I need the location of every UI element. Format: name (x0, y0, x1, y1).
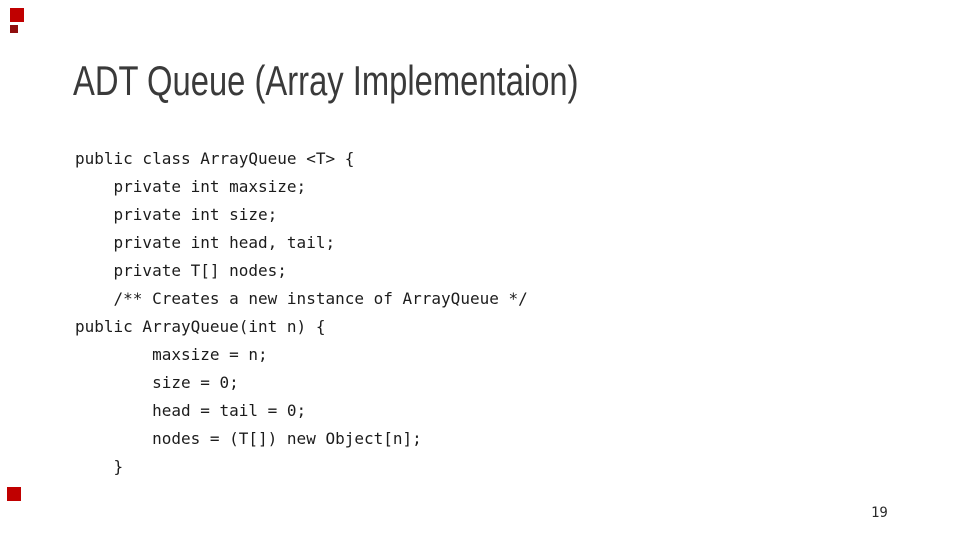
accent-square-small (10, 25, 18, 33)
accent-square-large (10, 8, 24, 22)
code-line: public ArrayQueue(int n) { (75, 317, 326, 336)
code-line: private int head, tail; (75, 233, 336, 252)
code-line: maxsize = n; (75, 345, 268, 364)
code-line: private int maxsize; (75, 177, 307, 196)
code-line: private int size; (75, 205, 278, 224)
slide-title: ADT Queue (Array Implementaion) (73, 57, 579, 104)
accent-square-large (7, 487, 21, 501)
code-line: size = 0; (75, 373, 239, 392)
code-line: head = tail = 0; (75, 401, 307, 420)
code-block: public class ArrayQueue <T> { private in… (75, 145, 528, 481)
code-line: private T[] nodes; (75, 261, 287, 280)
code-line: /** Creates a new instance of ArrayQueue… (75, 289, 528, 308)
code-line: nodes = (T[]) new Object[n]; (75, 429, 422, 448)
code-line: public class ArrayQueue <T> { (75, 149, 355, 168)
code-line: } (75, 457, 124, 476)
page-number: 19 (871, 505, 888, 521)
